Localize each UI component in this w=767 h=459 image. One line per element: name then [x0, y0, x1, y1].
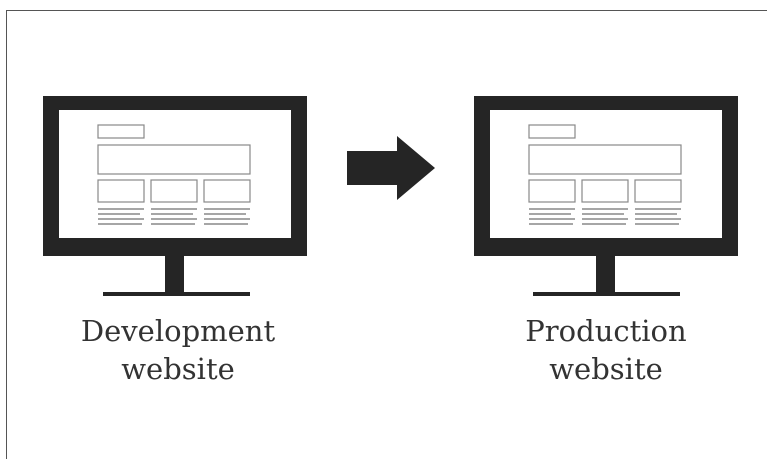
wireframe-page-icon [97, 124, 251, 203]
caption-line: Production [525, 314, 687, 348]
wireframe-text-lines [98, 208, 250, 225]
monitor-base [533, 292, 680, 296]
frame-border-top [6, 10, 767, 11]
monitor-icon-development [43, 96, 307, 296]
wireframe-page-icon [528, 124, 682, 203]
monitor-neck [596, 256, 615, 294]
monitor-base [103, 292, 250, 296]
caption-line: website [121, 352, 235, 386]
wireframe-text-lines [529, 208, 681, 225]
monitor-icon-production [474, 96, 738, 296]
frame-border-left [6, 10, 7, 459]
right-arrow-icon [347, 136, 435, 200]
monitor-neck [165, 256, 184, 294]
caption-line: website [549, 352, 663, 386]
caption-line: Development [80, 314, 276, 348]
caption-production-website: Production website [466, 312, 746, 388]
caption-development-website: Development website [38, 312, 318, 388]
